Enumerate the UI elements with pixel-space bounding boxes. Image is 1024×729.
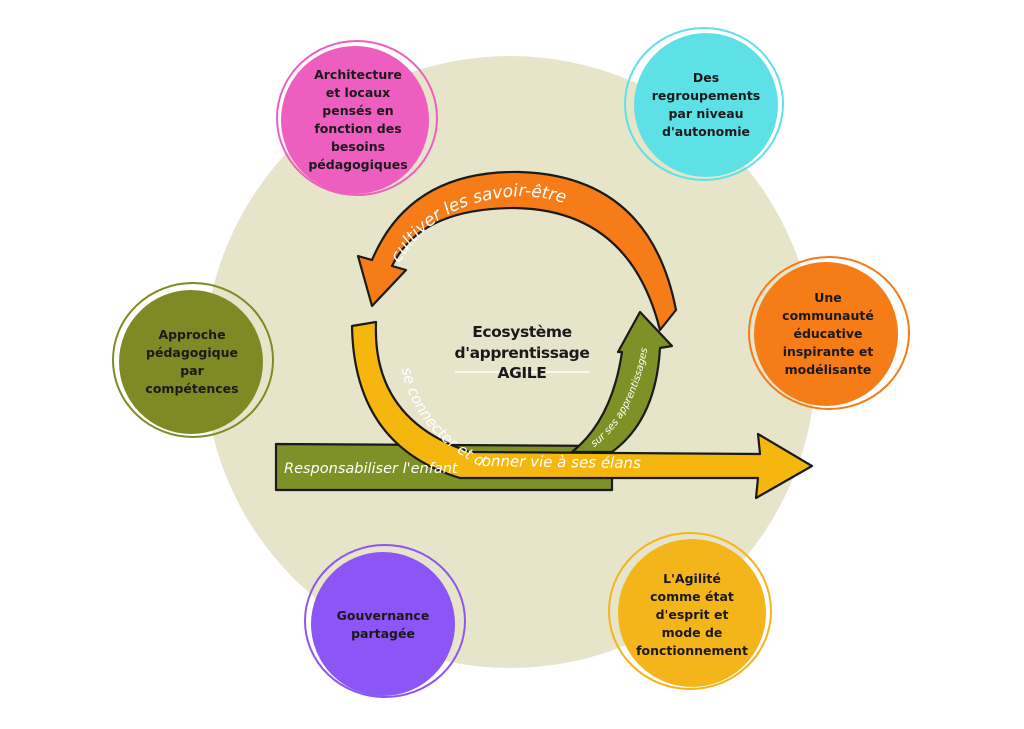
node-agilite-shape [608,532,772,690]
arrow-label-green: Responsabiliser l'enfant [284,461,459,477]
node-architecture-label: Architecture et locaux pensés en fonctio… [308,66,408,173]
center-title: Ecosystème d'apprentissage AGILE [430,308,614,398]
node-architecture-shape [276,40,438,196]
orange-arc-arrow [356,170,678,332]
node-regroupements-shape [624,27,784,181]
yellow-sweep-arrow [350,320,814,500]
node-gouvernance-shape [304,544,466,698]
center-title-line1: Ecosystème [472,322,572,341]
node-communaute-label: Une communauté éducative inspirante et m… [782,289,874,378]
center-title-line3: AGILE [497,364,547,383]
node-agilite-label: L'Agilité comme état d'esprit et mode de… [636,570,748,659]
node-gouvernance-label: Gouvernance partagée [336,607,430,641]
node-competences-shape [112,282,274,438]
node-communaute-shape [748,256,910,410]
center-title-line2: d'apprentissage [454,343,590,362]
node-competences-label: Approche pédagogique par compétences [145,326,239,397]
node-regroupements-label: Des regroupements par niveau d'autonomie [651,69,761,140]
background-disc [204,56,816,668]
